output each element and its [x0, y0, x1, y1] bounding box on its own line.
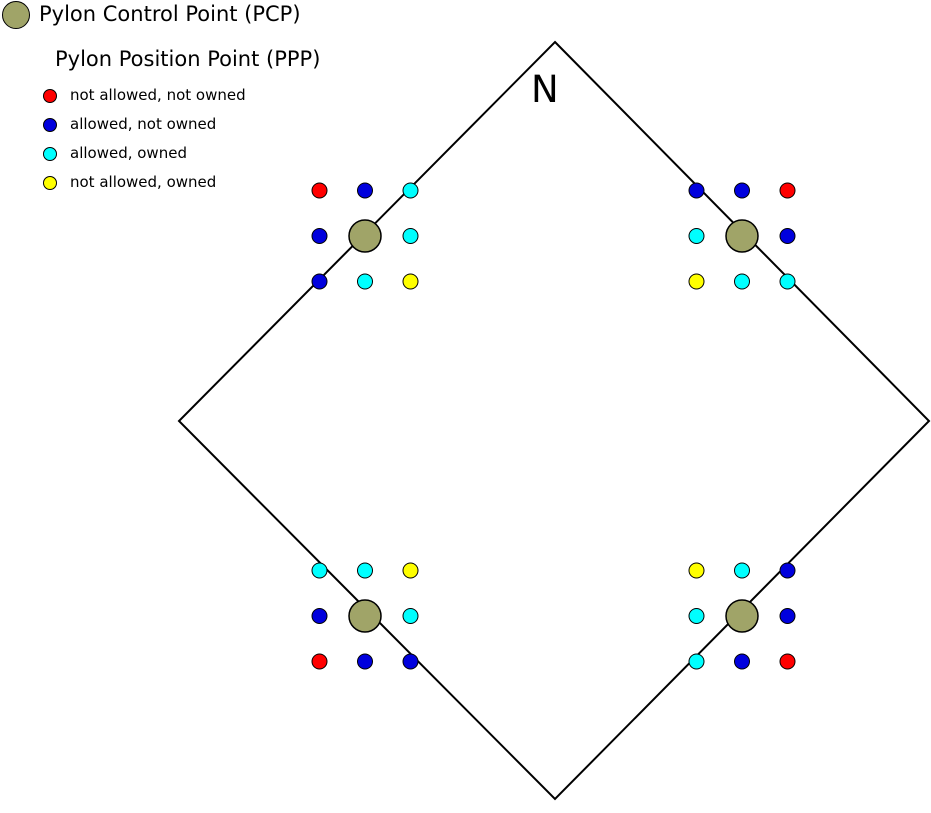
course-diamond-outline — [177, 40, 931, 801]
ppp-south-west-r2c2-blue — [402, 653, 419, 670]
legend-item-red: not allowed, not owned — [43, 88, 320, 103]
pcp-north-east — [725, 219, 759, 253]
legend-item-yellow: not allowed, owned — [43, 175, 320, 190]
legend-item-cyan: allowed, owned — [43, 146, 320, 161]
legend-pcp-row: Pylon Control Point (PCP) — [2, 1, 320, 29]
ppp-south-east-r1c0-cyan — [688, 608, 705, 624]
legend: Pylon Control Point (PCP) Pylon Position… — [2, 1, 320, 190]
cyan-dot-icon — [43, 146, 57, 161]
yellow-dot-icon — [43, 175, 57, 190]
ppp-north-east-r0c0-blue — [688, 182, 705, 199]
ppp-south-east-r2c2-red — [779, 653, 796, 670]
ppp-south-east-r2c0-cyan — [688, 653, 705, 670]
ppp-north-west-r0c2-cyan — [402, 182, 419, 199]
ppp-south-east-r0c2-blue — [779, 562, 796, 579]
pcp-circle-icon — [2, 1, 30, 29]
ppp-north-west-r2c1-cyan — [357, 273, 373, 290]
ppp-north-east-r1c0-cyan — [688, 228, 705, 244]
ppp-north-east-r0c1-blue — [734, 182, 750, 199]
ppp-north-east-r0c2-red — [779, 182, 796, 199]
ppp-south-west-r2c1-blue — [357, 653, 373, 670]
ppp-south-west-r2c0-red — [311, 653, 328, 670]
legend-item-label: allowed, not owned — [70, 115, 217, 133]
pcp-north-west — [348, 219, 382, 253]
north-label: N — [531, 68, 559, 111]
legend-item-label: not allowed, owned — [70, 173, 217, 191]
ppp-south-east-r0c0-yellow — [688, 562, 705, 579]
ppp-south-east-r2c1-blue — [734, 653, 750, 670]
ppp-south-west-r0c2-yellow — [402, 562, 419, 579]
ppp-south-west-r0c1-cyan — [357, 562, 373, 579]
ppp-north-east-r2c2-cyan — [779, 273, 796, 290]
ppp-north-west-r1c2-cyan — [402, 228, 419, 244]
ppp-north-west-r2c2-yellow — [402, 273, 419, 290]
ppp-south-east-r1c2-blue — [779, 608, 796, 624]
ppp-north-east-r1c2-blue — [779, 228, 796, 244]
legend-item-blue: allowed, not owned — [43, 117, 320, 132]
legend-pcp-label: Pylon Control Point (PCP) — [39, 2, 301, 27]
ppp-south-west-r1c2-cyan — [402, 608, 419, 624]
pcp-south-east — [725, 599, 759, 633]
red-dot-icon — [43, 88, 57, 103]
ppp-north-east-r2c1-cyan — [734, 273, 750, 290]
ppp-north-east-r2c0-yellow — [688, 273, 705, 290]
legend-ppp-title: Pylon Position Point (PPP) — [55, 47, 321, 71]
legend-item-label: allowed, owned — [70, 144, 187, 162]
ppp-south-west-r1c0-blue — [311, 608, 328, 624]
ppp-north-west-r1c0-blue — [311, 228, 328, 244]
legend-items: not allowed, not owned allowed, not owned… — [43, 88, 320, 190]
pcp-south-west — [348, 599, 382, 633]
legend-item-label: not allowed, not owned — [70, 86, 246, 104]
ppp-south-east-r0c1-cyan — [734, 562, 750, 579]
ppp-north-west-r2c0-blue — [311, 273, 328, 290]
blue-dot-icon — [43, 117, 57, 132]
ppp-south-west-r0c0-cyan — [311, 562, 328, 579]
ppp-north-west-r0c1-blue — [357, 182, 373, 199]
ppp-north-west-r0c0-red — [311, 182, 328, 199]
